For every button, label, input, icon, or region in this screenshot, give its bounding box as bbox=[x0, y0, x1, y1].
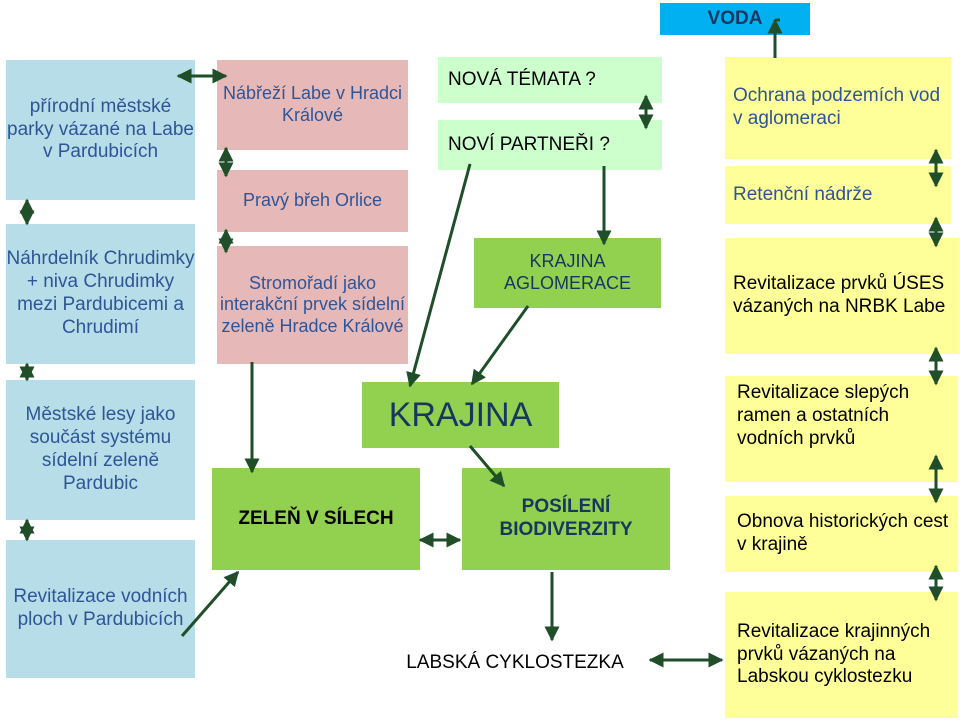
historicke-cesty-label: Obnova historických cest v krajině bbox=[737, 511, 949, 555]
retencni-box: Retenční nádrže bbox=[725, 166, 951, 224]
parky-box: přírodní městské parky vázané na Labe v … bbox=[6, 60, 195, 200]
posileni-label: POSÍLENÍ BIODIVERZITY bbox=[499, 496, 633, 540]
krajinne-prvky-label: Revitalizace krajinných prvků vázaných n… bbox=[737, 620, 931, 688]
uses-box: Revitalizace prvků ÚSES vázaných na NRBK… bbox=[725, 238, 959, 354]
nahrdelnik-box: Náhrdelník Chrudimky + niva Chrudimky me… bbox=[6, 224, 195, 364]
krajina-aglomerace-box: KRAJINA AGLOMERACE bbox=[474, 238, 661, 308]
slepa-ramena-box: Revitalizace slepých ramen a ostatních v… bbox=[725, 376, 958, 482]
pravy-breh-label: Pravý břeh Orlice bbox=[242, 190, 383, 211]
pravy-breh-box: Pravý břeh Orlice bbox=[217, 170, 408, 232]
vodni-plochy-box: Revitalizace vodních ploch v Pardubicích bbox=[6, 540, 195, 678]
novi-partneri-box: NOVÍ PARTNEŘI ? bbox=[438, 120, 662, 170]
voda-box: VODA bbox=[660, 3, 810, 35]
krajina-label: KRAJINA bbox=[388, 395, 533, 434]
vodni-plochy-label: Revitalizace vodních ploch v Pardubicích bbox=[13, 586, 188, 630]
zelen-box: ZELEŇ V SÍLECH bbox=[212, 468, 420, 570]
zelen-label: ZELEŇ V SÍLECH bbox=[238, 507, 394, 529]
stromoradi-label: Stromořadí jako interakční prvek sídelní… bbox=[219, 272, 406, 336]
nova-temata-label: NOVÁ TÉMATA ? bbox=[448, 68, 596, 90]
historicke-cesty-box: Obnova historických cest v krajině bbox=[725, 496, 958, 572]
parky-label: přírodní městské parky vázané na Labe v … bbox=[7, 95, 194, 163]
krajinne-prvky-box: Revitalizace krajinných prvků vázaných n… bbox=[725, 592, 958, 718]
uses-label: Revitalizace prvků ÚSES vázaných na NRBK… bbox=[733, 273, 946, 317]
nahrdelnik-label: Náhrdelník Chrudimky + niva Chrudimky me… bbox=[6, 248, 195, 338]
ochrana-label: Ochrana podzemích vod v aglomeraci bbox=[733, 85, 941, 129]
arrow-temata-krajina bbox=[406, 163, 472, 388]
novi-partneri-label: NOVÍ PARTNEŘI ? bbox=[448, 133, 610, 155]
labska-label: LABSKÁ CYKLOSTEZKA bbox=[406, 651, 624, 673]
lesy-label: Městské lesy jako součást systému sídeln… bbox=[25, 404, 176, 494]
labska-box: LABSKÁ CYKLOSTEZKA bbox=[390, 648, 640, 678]
nabrezi-box: Nábřeží Labe v Hradci Králové bbox=[217, 60, 408, 150]
slepa-ramena-label: Revitalizace slepých ramen a ostatních v… bbox=[737, 382, 910, 449]
nabrezi-label: Nábřeží Labe v Hradci Králové bbox=[222, 83, 403, 125]
retencni-label: Retenční nádrže bbox=[733, 183, 873, 205]
krajina-box: KRAJINA bbox=[362, 382, 559, 448]
arrow-aglomerace-krajina bbox=[470, 305, 530, 386]
stromoradi-box: Stromořadí jako interakční prvek sídelní… bbox=[217, 246, 408, 364]
krajina-aglomerace-label: KRAJINA AGLOMERACE bbox=[503, 251, 632, 293]
ochrana-box: Ochrana podzemích vod v aglomeraci bbox=[725, 57, 951, 159]
lesy-box: Městské lesy jako součást systému sídeln… bbox=[6, 380, 195, 520]
posileni-box: POSÍLENÍ BIODIVERZITY bbox=[462, 468, 670, 570]
voda-label: VODA bbox=[707, 7, 763, 29]
nova-temata-box: NOVÁ TÉMATA ? bbox=[438, 57, 662, 103]
